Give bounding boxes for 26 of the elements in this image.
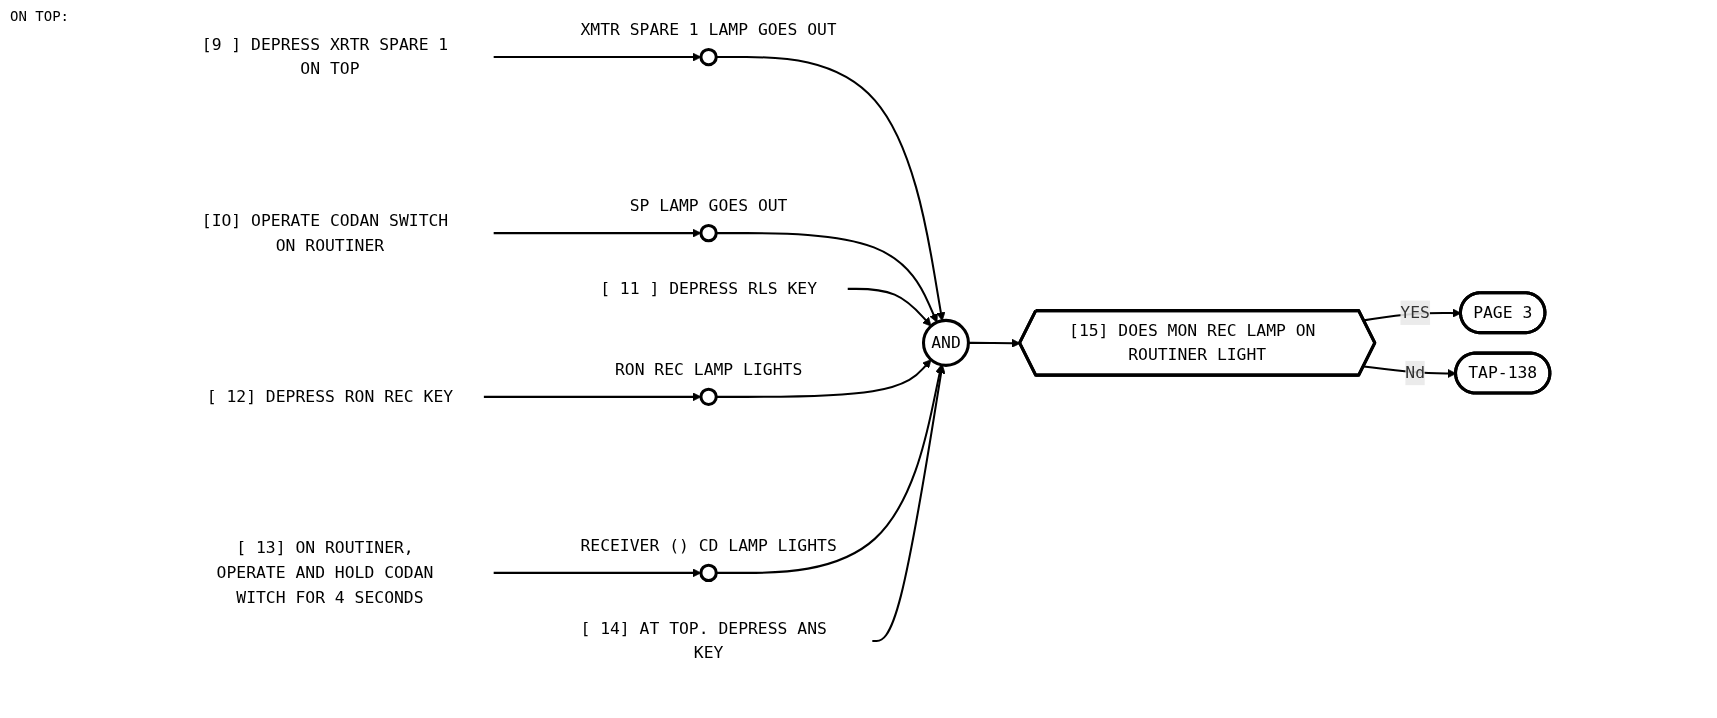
edge-label: Nd [1405,362,1426,383]
node-label: XMTR SPARE 1 LAMP GOES OUT [580,19,838,40]
arrow [716,359,932,398]
node-circle: AND [922,318,971,367]
node-circle [699,47,719,67]
arrow [716,56,946,322]
arrow [484,392,702,402]
arrow [494,228,702,238]
note-text: ON TOP: [10,8,69,24]
node-circle [699,387,719,407]
arrow [716,232,939,323]
node-circle [699,563,719,583]
node-text: [IO] OPERATE CODAN SWITCH ON ROUTINER [202,210,449,255]
node-label: SP LAMP GOES OUT [630,195,788,216]
node-text: [9 ] DEPRESS XRTR SPARE 1 ON TOP [202,34,449,79]
arrow [848,287,932,327]
node-circle [699,223,719,243]
node-text: [ 12] DEPRESS RON REC KEY [207,386,454,407]
arrow [494,568,702,578]
node-label: RON REC LAMP LIGHTS [615,359,803,379]
arrow [494,52,702,62]
node-label: RECEIVER () CD LAMP LIGHTS [580,535,838,555]
node-text: [ 13] ON ROUTINER, OPERATE AND HOLD CODAN WITCH FOR 4 SECONDS [217,538,434,607]
edge-label: YES [1400,302,1431,322]
node-text: [ 14] AT TOP. DEPRESS ANS KEY [580,618,828,663]
node-text: [ 11 ] DEPRESS RLS KEY [600,278,818,299]
